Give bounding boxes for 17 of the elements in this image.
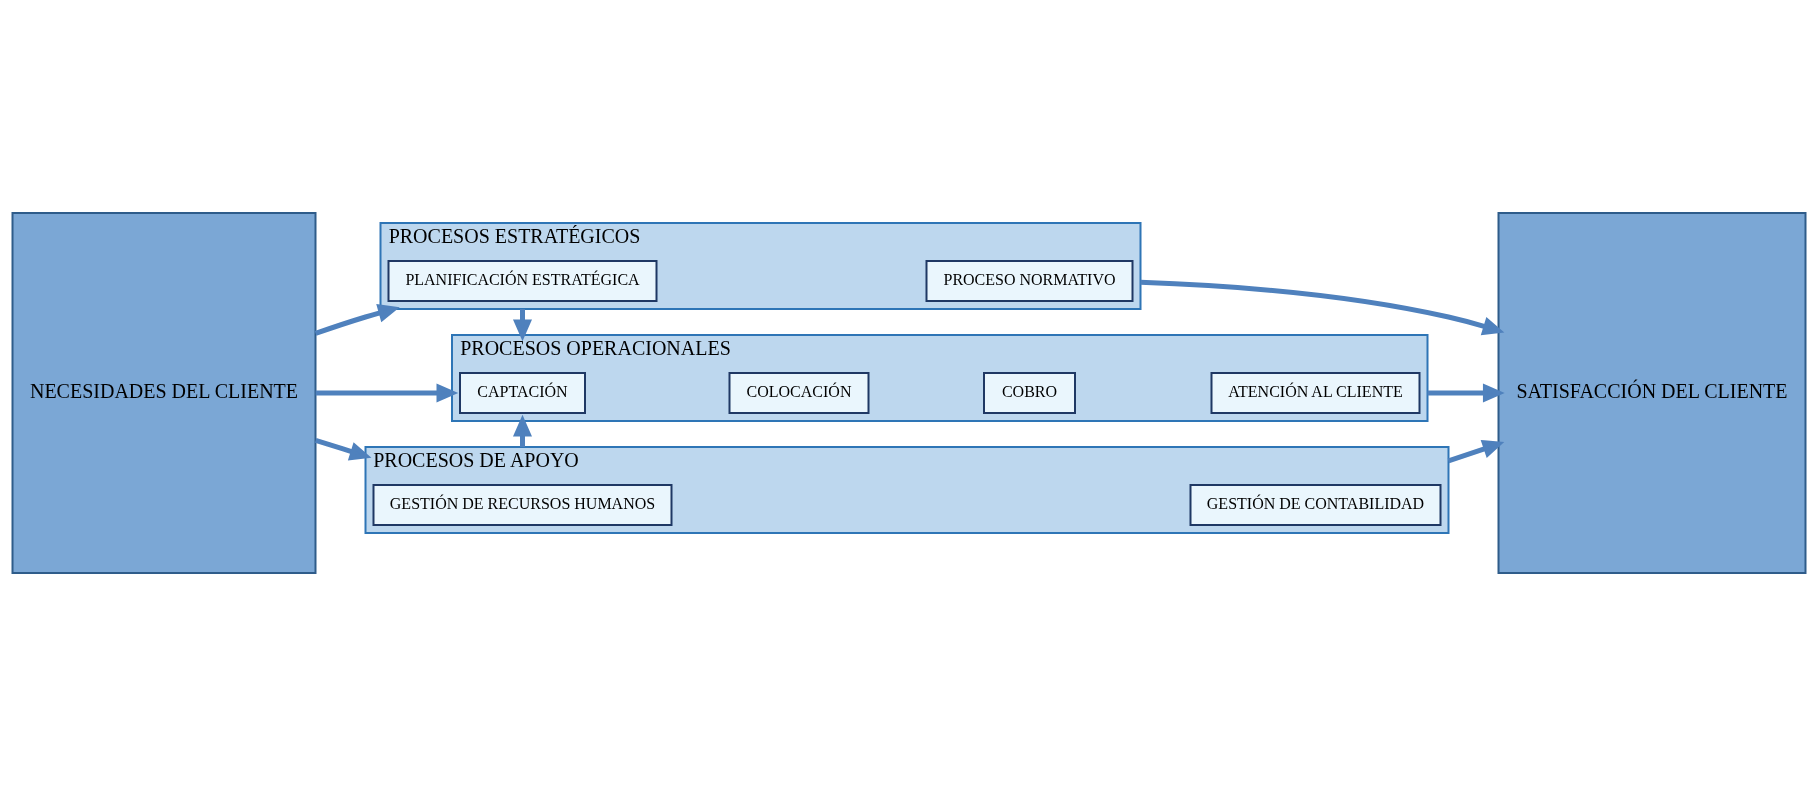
arrow bbox=[513, 414, 532, 447]
arrow bbox=[315, 383, 459, 402]
node-box: GESTIÓN DE CONTABILIDAD bbox=[1189, 483, 1442, 526]
arrow bbox=[1140, 279, 1505, 335]
node-box: SATISFACCIÓN DEL CLIENTE bbox=[1497, 211, 1807, 574]
node-box: PLANIFICACIÓN ESTRATÉGICA bbox=[387, 259, 658, 302]
arrow bbox=[314, 437, 372, 460]
node-box: NECESIDADES DEL CLIENTE bbox=[11, 211, 317, 574]
node-box: CAPTACIÓN bbox=[459, 371, 586, 414]
node-box: PROCESO NORMATIVO bbox=[925, 259, 1134, 302]
arrow bbox=[1447, 439, 1505, 463]
node-box: ATENCIÓN AL CLIENTE bbox=[1210, 371, 1421, 414]
node-box: GESTIÓN DE RECURSOS HUMANOS bbox=[372, 483, 673, 526]
node-box: COBRO bbox=[983, 371, 1076, 414]
node-box: COLOCACIÓN bbox=[728, 371, 870, 414]
arrow bbox=[314, 303, 400, 336]
arrow bbox=[1427, 383, 1505, 402]
